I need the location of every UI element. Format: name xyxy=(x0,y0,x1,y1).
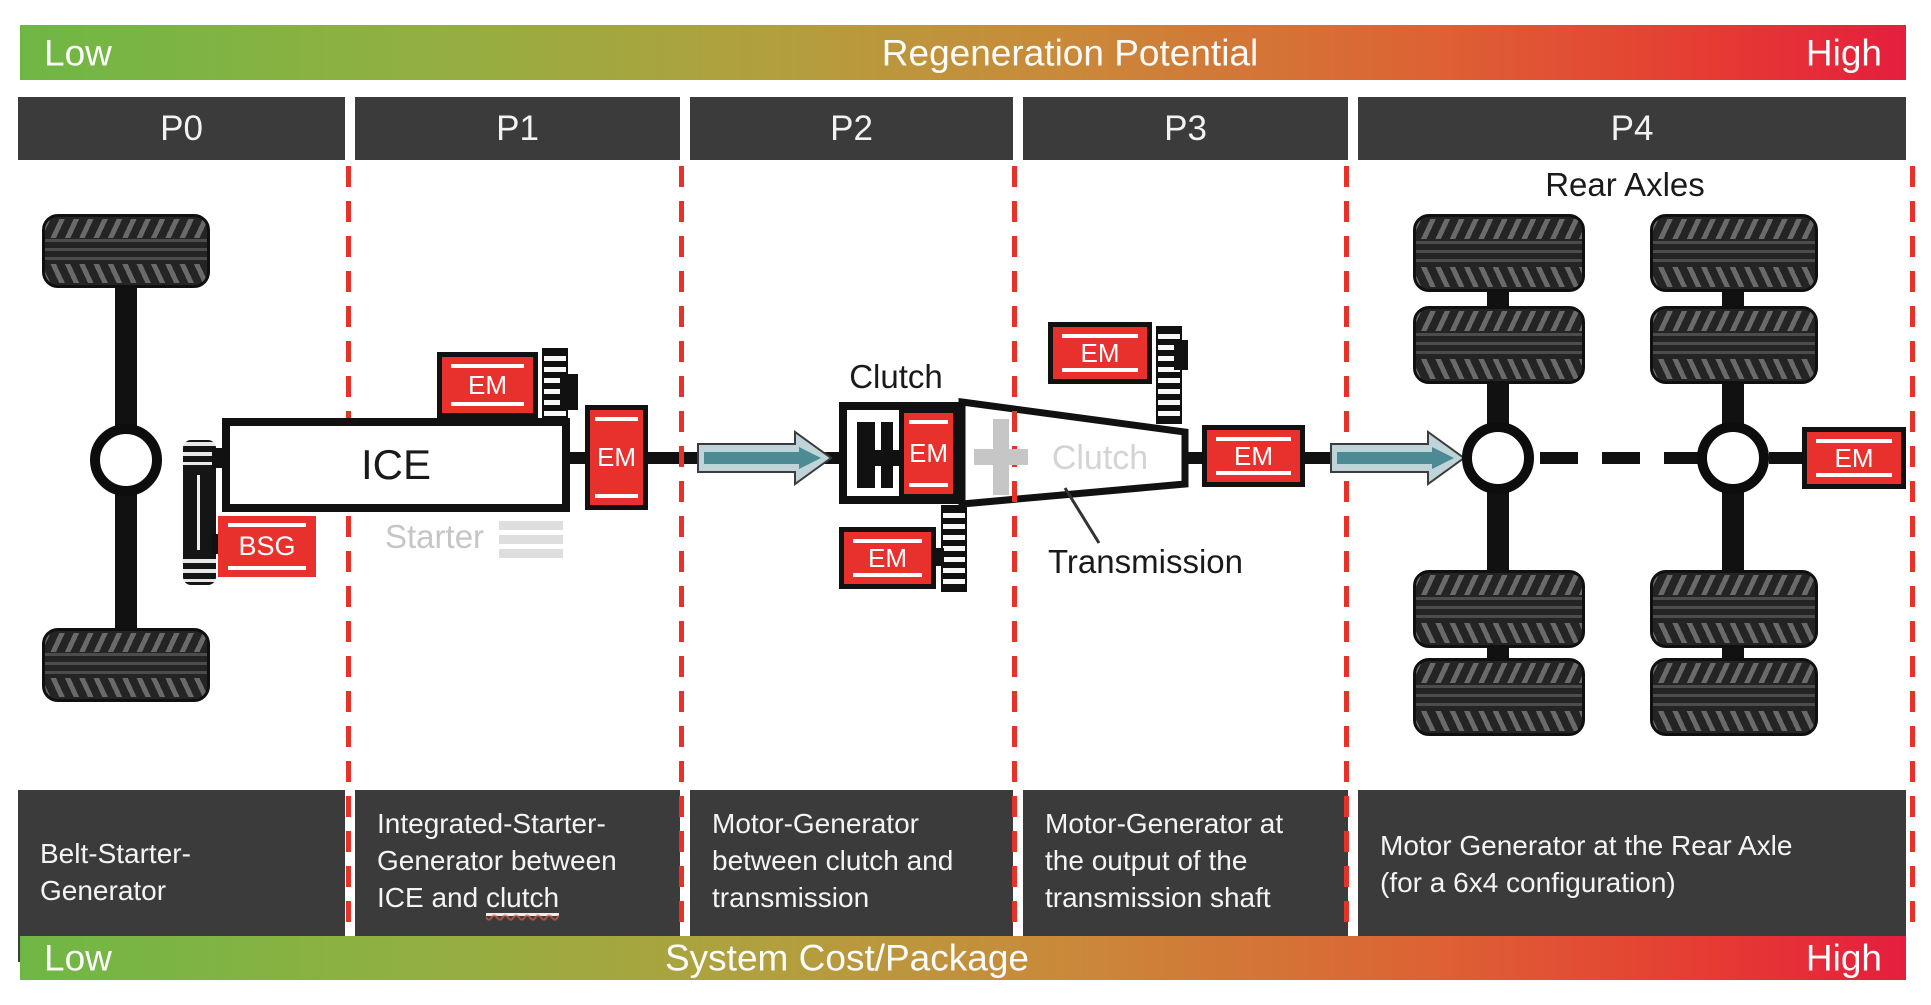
clutch-ghost-label: Clutch xyxy=(1051,439,1149,477)
rear-axles-label: Rear Axles xyxy=(1545,166,1705,203)
rear-wheel-icon xyxy=(1650,570,1818,648)
cost-low-label: Low xyxy=(44,937,112,979)
divider-p0-p1 xyxy=(346,166,351,934)
em-label: EM xyxy=(868,542,907,573)
p2-em-lower-box: EM xyxy=(839,527,936,589)
p3-em-shaft-box: EM xyxy=(1202,425,1305,487)
p3-output-shaft xyxy=(1305,452,1337,464)
power-flow-arrow-icon xyxy=(1330,430,1466,486)
em-label: EM xyxy=(1234,440,1273,471)
p2-em-box: EM xyxy=(899,408,958,499)
header-p3: P3 xyxy=(1023,97,1348,160)
regen-title-label: Regeneration Potential xyxy=(881,32,1259,73)
ghost-clutch-plus-icon xyxy=(974,449,1028,465)
p2-gear-spline-icon xyxy=(941,505,967,592)
clutch-hub-link xyxy=(875,450,903,466)
cost-title-label: System Cost/Package xyxy=(665,937,1029,979)
transmission-output-shaft xyxy=(1185,452,1207,464)
front-wheel-bottom-icon xyxy=(42,628,210,702)
regen-high-label: High xyxy=(1805,32,1882,73)
description-p4: Motor Generator at the Rear Axle (for a … xyxy=(1358,790,1906,962)
power-flow-arrow-icon xyxy=(697,430,833,486)
p4-em-box: EM xyxy=(1802,427,1906,489)
bsg-label: BSG xyxy=(238,531,296,561)
front-wheel-top-icon xyxy=(42,214,210,288)
system-cost-bar: Low System Cost/Package High xyxy=(20,936,1906,980)
rear-wheel-icon xyxy=(1413,570,1585,648)
starter-ghost-label: Starter xyxy=(385,518,485,555)
regen-low-label: Low xyxy=(44,32,112,73)
p1-em-shaft-box: EM xyxy=(585,405,648,510)
divider-p3-p4 xyxy=(1344,166,1349,934)
p3-gear-hub xyxy=(1174,340,1188,370)
header-p1: P1 xyxy=(355,97,680,160)
em-label: EM xyxy=(909,438,948,468)
rear-wheel-icon xyxy=(1650,214,1818,292)
rear-wheel-icon xyxy=(1413,658,1585,736)
rear-wheel-icon xyxy=(1413,214,1585,292)
description-p0: Belt-Starter- Generator xyxy=(18,790,345,962)
clutch-plate-icon xyxy=(857,422,875,488)
divider-p2-p3 xyxy=(1012,166,1017,934)
em-label: EM xyxy=(597,442,636,472)
header-p2: P2 xyxy=(690,97,1013,160)
description-p1-text: Integrated-Starter- Generator between IC… xyxy=(377,808,617,913)
em-label: EM xyxy=(468,369,507,400)
ice-label: ICE xyxy=(360,441,431,488)
transmission-label: Transmission xyxy=(1048,543,1243,580)
description-p1-underlined: clutch xyxy=(485,881,560,916)
p3-em-top-box: EM xyxy=(1048,322,1152,384)
header-p4: P4 xyxy=(1358,97,1906,160)
description-p2: Motor-Generator between clutch and trans… xyxy=(690,790,1013,962)
rear-differential-1-icon xyxy=(1462,422,1534,494)
em-label: EM xyxy=(1080,337,1120,368)
header-p0: P0 xyxy=(18,97,345,160)
p1-gear-hub xyxy=(560,374,578,410)
rear-wheel-icon xyxy=(1413,306,1585,384)
description-p3: Motor-Generator at the output of the tra… xyxy=(1023,790,1348,962)
starter-ghost-icon xyxy=(499,516,563,558)
p1-em-top-box: EM xyxy=(437,352,538,418)
divider-p1-p2 xyxy=(679,166,684,934)
inter-axle-dashed-shaft xyxy=(1540,452,1700,464)
bsg-motor-box: BSG xyxy=(218,516,316,577)
rear-wheel-icon xyxy=(1650,306,1818,384)
belt-drive-icon xyxy=(183,440,216,585)
divider-right-edge xyxy=(1910,166,1915,934)
transmission-pointer-line xyxy=(1063,487,1101,544)
ice-engine-box: ICE xyxy=(222,418,570,512)
clutch-label: Clutch xyxy=(849,358,943,395)
em-label: EM xyxy=(1834,442,1874,473)
rear-wheel-icon xyxy=(1650,658,1818,736)
rear-differential-2-icon xyxy=(1697,422,1769,494)
cost-high-label: High xyxy=(1805,937,1882,979)
regeneration-potential-bar: Low Regeneration Potential High xyxy=(20,25,1906,80)
axle2-em-shaft xyxy=(1769,452,1804,464)
front-differential-icon xyxy=(90,424,162,496)
description-p1: Integrated-Starter- Generator between IC… xyxy=(355,790,680,962)
